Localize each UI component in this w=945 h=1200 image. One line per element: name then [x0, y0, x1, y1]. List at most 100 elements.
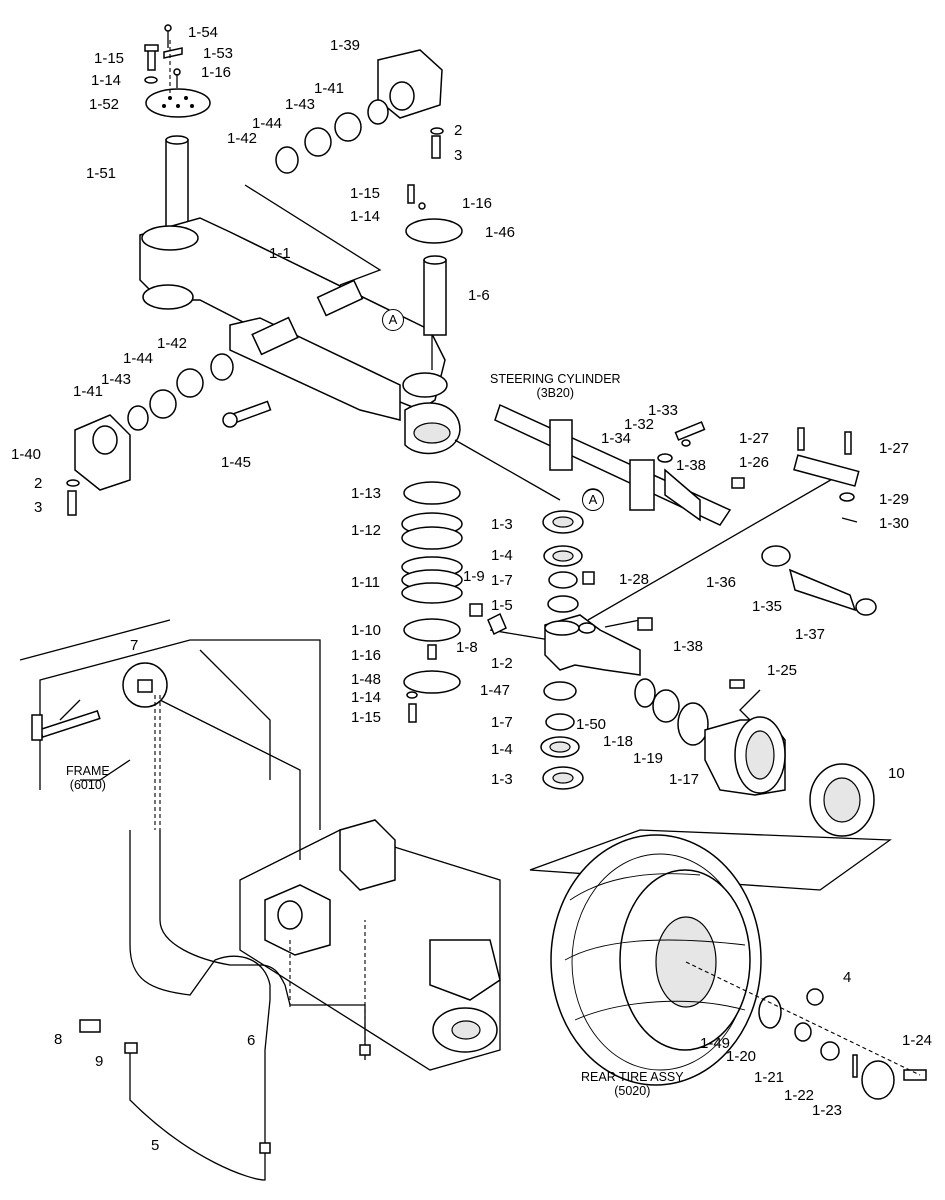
callout-1-14: 1-14 — [91, 72, 122, 89]
callout-7: 7 — [130, 637, 139, 654]
callout-1-18: 1-18 — [603, 733, 634, 750]
reference-marker-a: A — [382, 309, 404, 331]
king-pin-right — [405, 184, 463, 336]
callout-1-43: 1-43 — [285, 96, 316, 113]
support-block-lower — [66, 353, 272, 516]
callout-1-12: 1-12 — [351, 522, 382, 539]
callout-1-27: 1-27 — [739, 430, 770, 447]
callout-1-53: 1-53 — [203, 45, 234, 62]
callout-1-43: 1-43 — [101, 371, 132, 388]
callout-1-9: 1-9 — [463, 568, 485, 585]
reference-marker-a: A — [582, 489, 604, 511]
callout-1-7: 1-7 — [491, 714, 513, 731]
frame-note: FRAME (6010) — [66, 764, 110, 792]
callout-1-51: 1-51 — [86, 165, 117, 182]
axle-beam — [139, 217, 461, 455]
callout-3: 3 — [454, 147, 463, 164]
callout-1-3: 1-3 — [491, 516, 513, 533]
rear-tire — [550, 834, 927, 1100]
shim-stack — [401, 481, 463, 723]
callout-1-54: 1-54 — [188, 24, 219, 41]
callout-1-38: 1-38 — [676, 457, 707, 474]
callout-1-6: 1-6 — [468, 287, 490, 304]
callout-1-36: 1-36 — [706, 574, 737, 591]
callout-3: 3 — [34, 499, 43, 516]
callout-1-46: 1-46 — [485, 224, 516, 241]
callout-2: 2 — [34, 475, 43, 492]
callout-1-28: 1-28 — [619, 571, 650, 588]
callout-1-16: 1-16 — [351, 647, 382, 664]
callout-1-35: 1-35 — [752, 598, 783, 615]
callout-1-52: 1-52 — [89, 96, 120, 113]
bearing-column — [469, 510, 595, 790]
callout-1-4: 1-4 — [491, 741, 513, 758]
top-cap-hardware — [144, 24, 211, 118]
callout-1-14: 1-14 — [351, 689, 382, 706]
callout-1-15: 1-15 — [94, 50, 125, 67]
callout-1-26: 1-26 — [739, 454, 770, 471]
callout-2: 2 — [454, 122, 463, 139]
callout-1-19: 1-19 — [633, 750, 664, 767]
callout-1-24: 1-24 — [902, 1032, 933, 1049]
callout-1-22: 1-22 — [784, 1087, 815, 1104]
support-block-upper — [275, 49, 444, 174]
steering-knuckle — [544, 614, 653, 676]
callout-1-38: 1-38 — [673, 638, 704, 655]
callout-1-20: 1-20 — [726, 1048, 757, 1065]
callout-1-30: 1-30 — [879, 515, 910, 532]
callout-1-33: 1-33 — [648, 402, 679, 419]
steering-boot — [761, 427, 877, 616]
callout-1-39: 1-39 — [330, 37, 361, 54]
callout-1-15: 1-15 — [351, 709, 382, 726]
callout-1-49: 1-49 — [700, 1035, 731, 1052]
callout-1-2: 1-2 — [491, 655, 513, 672]
callout-1-45: 1-45 — [221, 454, 252, 471]
wheel-hub — [634, 678, 875, 837]
callout-1-37: 1-37 — [795, 626, 826, 643]
callout-1-15: 1-15 — [350, 185, 381, 202]
callout-1-34: 1-34 — [601, 430, 632, 447]
king-pin-upper — [165, 135, 189, 231]
callout-1-42: 1-42 — [227, 130, 258, 147]
callout-1-14: 1-14 — [350, 208, 381, 225]
callout-1-13: 1-13 — [351, 485, 382, 502]
callout-1-32: 1-32 — [624, 416, 655, 433]
callout-9: 9 — [95, 1053, 104, 1070]
callout-1-8: 1-8 — [456, 639, 478, 656]
hydraulic-lines — [79, 695, 371, 1181]
callout-10: 10 — [888, 765, 905, 782]
callout-1-27: 1-27 — [879, 440, 910, 457]
callout-1-25: 1-25 — [767, 662, 798, 679]
callout-6: 6 — [247, 1032, 256, 1049]
callout-1-50: 1-50 — [576, 716, 607, 733]
callout-1-10: 1-10 — [351, 622, 382, 639]
callout-1-1: 1-1 — [269, 245, 291, 262]
callout-1-47: 1-47 — [480, 682, 511, 699]
callout-1-16: 1-16 — [201, 64, 232, 81]
frame-section — [19, 619, 501, 1071]
callout-4: 4 — [843, 969, 852, 986]
callout-1-17: 1-17 — [669, 771, 700, 788]
callout-1-21: 1-21 — [754, 1069, 785, 1086]
callout-1-42: 1-42 — [157, 335, 188, 352]
callout-1-11: 1-11 — [351, 574, 380, 591]
callout-1-41: 1-41 — [314, 80, 345, 97]
callout-1-48: 1-48 — [351, 671, 382, 688]
callout-1-5: 1-5 — [491, 597, 513, 614]
callout-1-44: 1-44 — [252, 115, 283, 132]
callout-8: 8 — [54, 1031, 63, 1048]
rear-tire-note: REAR TIRE ASSY (5020) — [581, 1070, 684, 1098]
steering-cylinder — [494, 403, 745, 526]
callout-1-44: 1-44 — [123, 350, 154, 367]
callout-1-23: 1-23 — [812, 1102, 843, 1119]
callout-1-4: 1-4 — [491, 547, 513, 564]
callout-5: 5 — [151, 1137, 160, 1154]
callout-1-7: 1-7 — [491, 572, 513, 589]
callout-1-41: 1-41 — [73, 383, 104, 400]
steering-cylinder-note: STEERING CYLINDER (3B20) — [490, 372, 621, 400]
callout-1-16: 1-16 — [462, 195, 493, 212]
callout-1-40: 1-40 — [11, 446, 42, 463]
callout-1-3: 1-3 — [491, 771, 513, 788]
